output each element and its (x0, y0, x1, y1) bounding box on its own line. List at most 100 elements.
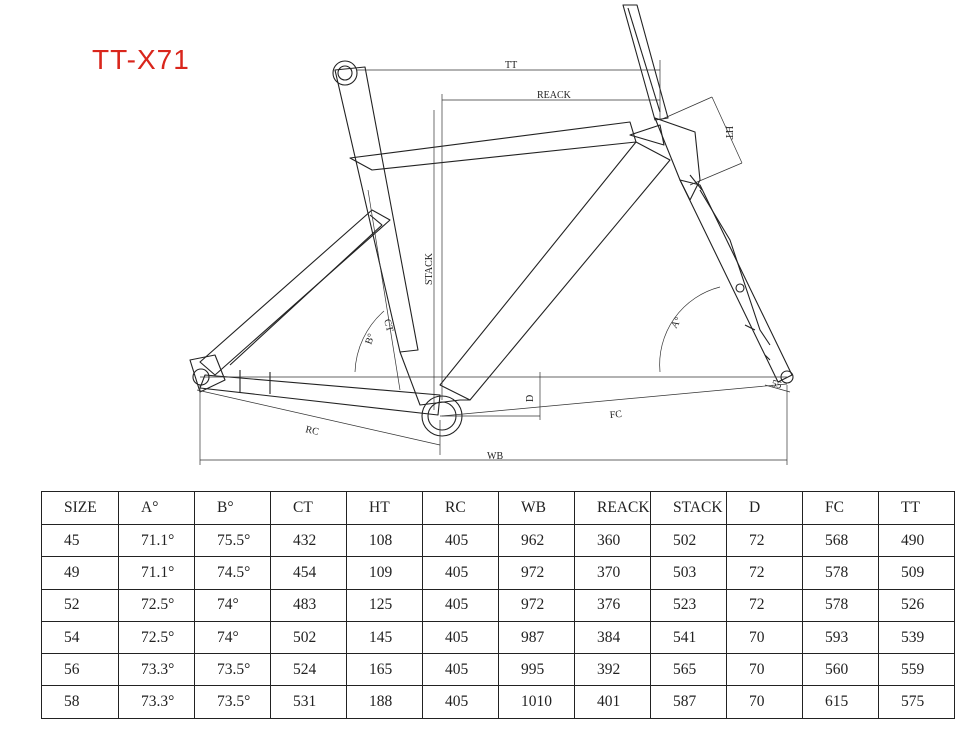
header-a-angle: A° (118, 491, 195, 525)
header-size: SIZE (41, 491, 119, 525)
header-rc: RC (422, 491, 499, 525)
a-angle-label: A° (669, 315, 684, 330)
cell-a-angle: 72.5° (118, 620, 195, 655)
cell-a-angle: 71.1° (118, 556, 195, 590)
cell-ct: 524 (270, 653, 347, 687)
cell-size: 49 (41, 556, 119, 590)
cell-size: 45 (41, 523, 119, 558)
cell-b-angle: 75.5° (194, 523, 271, 558)
cell-reack: 360 (574, 523, 651, 558)
cell-fc: 578 (802, 556, 879, 590)
rc-label: RC (304, 424, 320, 438)
cell-rc: 405 (422, 620, 499, 655)
cell-wb: 987 (498, 620, 575, 655)
cell-fc: 560 (802, 653, 879, 687)
cell-d: 70 (726, 620, 803, 655)
cell-reack: 401 (574, 685, 651, 719)
stack-label: STACK (424, 252, 435, 285)
fc-label: FC (609, 409, 622, 421)
cell-tt: 509 (878, 556, 955, 590)
cell-ht: 108 (346, 523, 423, 558)
cell-fc: 593 (802, 620, 879, 655)
ht-label: HT (723, 126, 734, 139)
fork-offset-label: 55 (770, 378, 783, 391)
header-ct: CT (270, 491, 347, 525)
dimension-lines (196, 60, 791, 465)
table-header-row: SIZE A° B° CT HT RC WB REACK STACK D FC … (41, 491, 955, 525)
cell-fc: 578 (802, 588, 879, 622)
cell-rc: 405 (422, 523, 499, 558)
d-label: D (525, 395, 536, 402)
cell-tt: 490 (878, 523, 955, 558)
cell-rc: 405 (422, 556, 499, 590)
cell-wb: 962 (498, 523, 575, 558)
wb-label: WB (487, 451, 503, 462)
cell-fc: 615 (802, 685, 879, 719)
cell-a-angle: 72.5° (118, 588, 195, 622)
cell-size: 54 (41, 620, 119, 655)
cell-d: 70 (726, 653, 803, 687)
header-reack: REACK (574, 491, 651, 525)
model-title: TT-X71 (92, 44, 190, 75)
header-ht: HT (346, 491, 423, 525)
cell-rc: 405 (422, 685, 499, 719)
cell-reack: 376 (574, 588, 651, 622)
cell-ct: 454 (270, 556, 347, 590)
header-d: D (726, 491, 803, 525)
cell-b-angle: 73.5° (194, 653, 271, 687)
cell-b-angle: 74° (194, 588, 271, 622)
cell-ct: 502 (270, 620, 347, 655)
cell-a-angle: 73.3° (118, 653, 195, 687)
cell-wb: 972 (498, 556, 575, 590)
header-stack: STACK (650, 491, 727, 525)
cell-d: 72 (726, 523, 803, 558)
tt-label: TT (505, 60, 517, 71)
cell-d: 72 (726, 556, 803, 590)
header-b-angle: B° (194, 491, 271, 525)
cell-stack: 587 (650, 685, 727, 719)
cell-ht: 145 (346, 620, 423, 655)
cell-stack: 503 (650, 556, 727, 590)
cell-a-angle: 71.1° (118, 523, 195, 558)
cell-stack: 523 (650, 588, 727, 622)
cell-rc: 405 (422, 588, 499, 622)
cell-reack: 392 (574, 653, 651, 687)
cell-tt: 539 (878, 620, 955, 655)
cell-b-angle: 74° (194, 620, 271, 655)
ct-label: CT (381, 318, 395, 333)
cell-reack: 384 (574, 620, 651, 655)
cell-d: 70 (726, 685, 803, 719)
cell-size: 52 (41, 588, 119, 622)
cell-size: 58 (41, 685, 119, 719)
cell-ht: 109 (346, 556, 423, 590)
cell-stack: 565 (650, 653, 727, 687)
cell-ct: 483 (270, 588, 347, 622)
cell-ht: 165 (346, 653, 423, 687)
cell-tt: 575 (878, 685, 955, 719)
cell-wb: 1010 (498, 685, 575, 719)
cell-a-angle: 73.3° (118, 685, 195, 719)
cell-b-angle: 73.5° (194, 685, 271, 719)
cell-size: 56 (41, 653, 119, 687)
header-fc: FC (802, 491, 879, 525)
frame-geometry-diagram: TT REACK HT STACK CT B° A° D FC RC WB 55 (189, 4, 794, 465)
cell-ct: 531 (270, 685, 347, 719)
cell-ht: 188 (346, 685, 423, 719)
cell-ht: 125 (346, 588, 423, 622)
header-wb: WB (498, 491, 575, 525)
cell-wb: 995 (498, 653, 575, 687)
cell-wb: 972 (498, 588, 575, 622)
cell-tt: 526 (878, 588, 955, 622)
b-angle-label: B° (363, 332, 377, 346)
header-tt: TT (878, 491, 955, 525)
cell-d: 72 (726, 588, 803, 622)
cell-tt: 559 (878, 653, 955, 687)
cell-stack: 541 (650, 620, 727, 655)
cell-stack: 502 (650, 523, 727, 558)
